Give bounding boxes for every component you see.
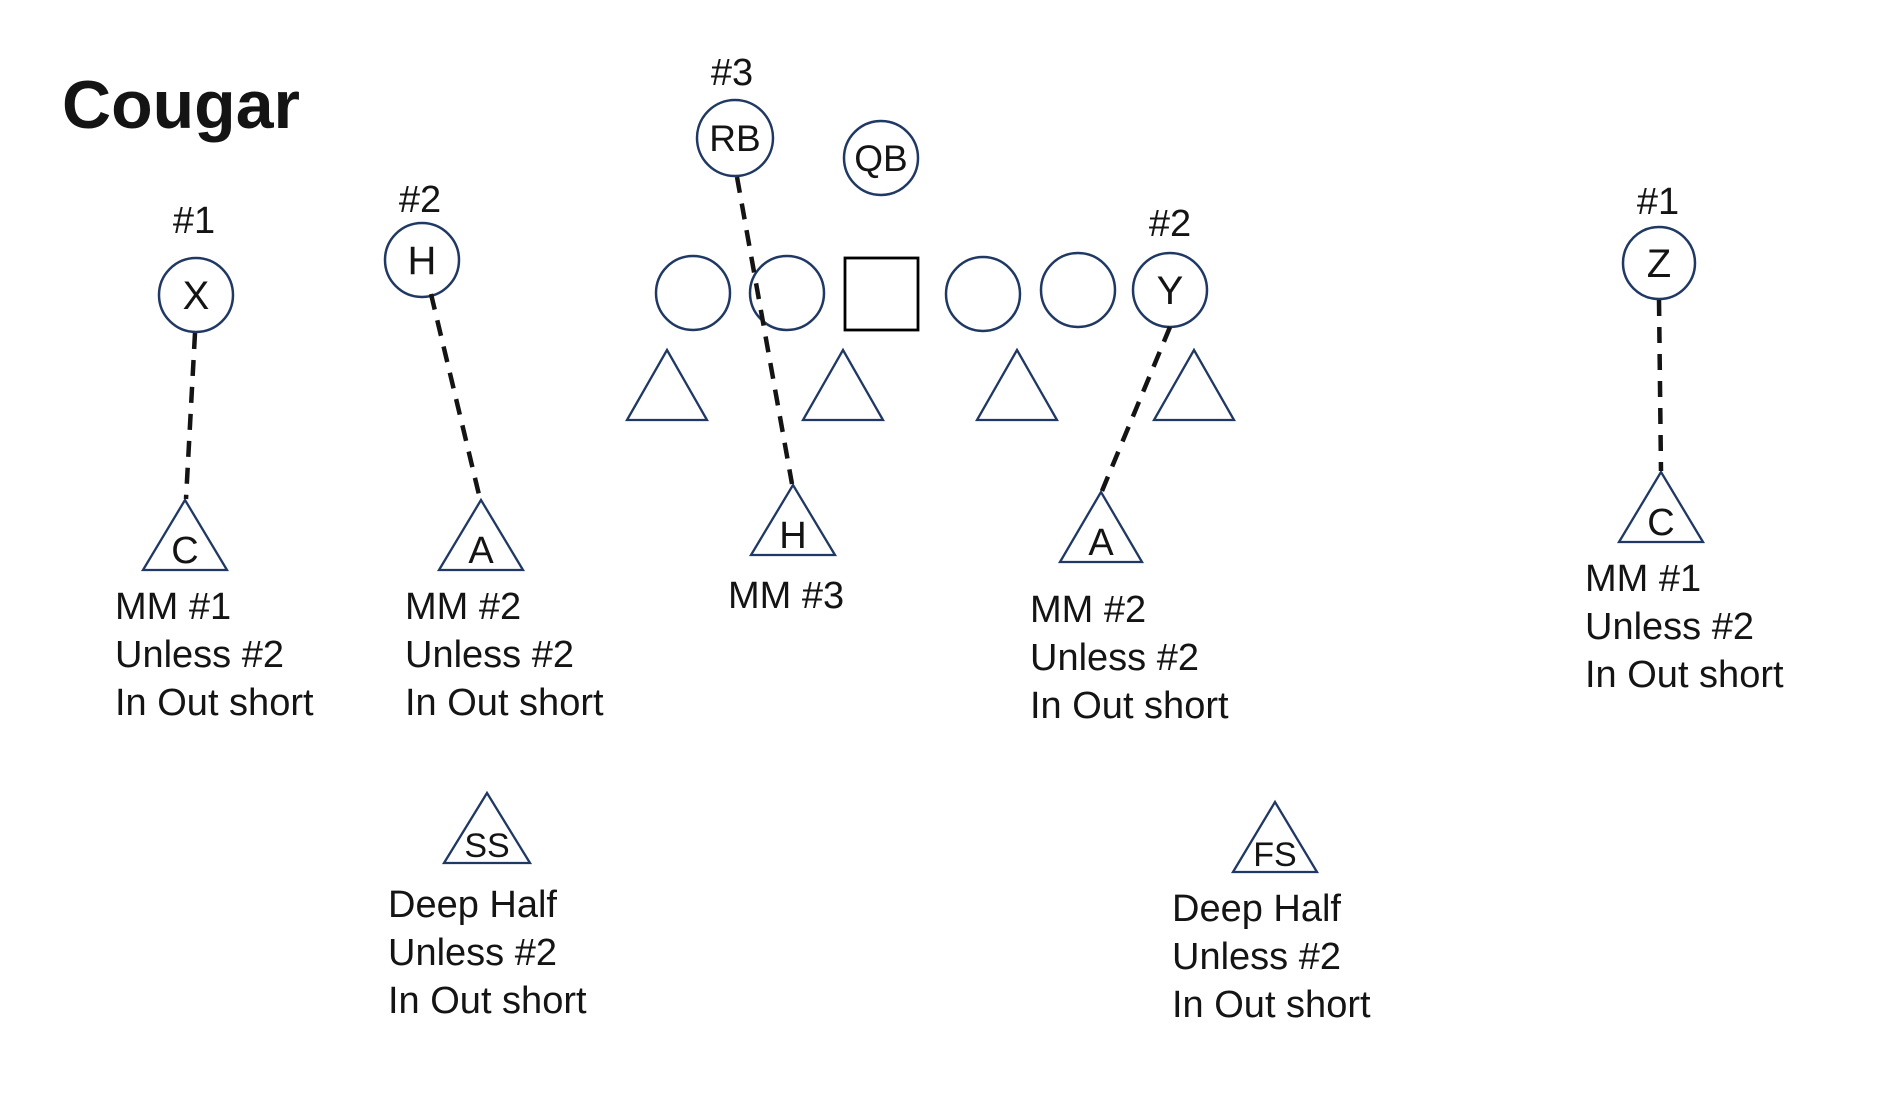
offensive-lineman-circle (944, 255, 1022, 333)
apex-left-assignment-line: MM #2 (405, 586, 521, 628)
receiver-h-circle (383, 221, 461, 299)
tight-end-y-label: Y (1157, 269, 1184, 313)
offensive-lineman-circle (654, 254, 732, 332)
defensive-line-triangle (1152, 347, 1236, 422)
apex-right-assignment-line: Unless #2 (1030, 637, 1199, 679)
running-back-circle (695, 98, 775, 178)
link-h-to-apex-left (428, 293, 483, 500)
defensive-line-triangle (801, 347, 885, 422)
free-safety-assignment-line: Deep Half (1172, 888, 1341, 930)
apex-left-assignment-line: Unless #2 (405, 634, 574, 676)
defensive-line-triangle (625, 347, 709, 422)
link-y-to-apex-right (1099, 326, 1173, 492)
receiver-z-count-tag: #1 (1637, 181, 1679, 223)
free-safety-triangle (1230, 799, 1320, 874)
free-safety-assignment-line: Unless #2 (1172, 936, 1341, 978)
apex-right-label: A (1088, 522, 1114, 564)
corner-left-triangle (140, 497, 230, 572)
receiver-x-count-tag: #1 (173, 200, 215, 242)
quarterback-circle (842, 119, 920, 197)
apex-left-assignment-line: In Out short (405, 682, 604, 724)
apex-right-assignment-line: MM #2 (1030, 589, 1146, 631)
offensive-lineman-circle (1039, 251, 1117, 329)
coverage-links-layer (183, 176, 1664, 500)
hook-middle-label: H (779, 515, 806, 557)
strong-safety-triangle (441, 790, 533, 865)
corner-left-assignment-line: In Out short (115, 682, 314, 724)
shapes-layer (140, 98, 1706, 874)
strong-safety-assignment-line: In Out short (388, 980, 587, 1022)
strong-safety-assignment-line: Unless #2 (388, 932, 557, 974)
tight-end-y-count-tag: #2 (1149, 203, 1191, 245)
corner-right-assignment-line: In Out short (1585, 654, 1784, 696)
receiver-h-count-tag: #2 (399, 179, 441, 221)
running-back-label: RB (709, 118, 760, 159)
receiver-z-circle (1621, 225, 1697, 301)
apex-right-triangle (1057, 489, 1145, 564)
link-x-to-corner-left (183, 332, 198, 500)
corner-left-assignment-line: MM #1 (115, 586, 231, 628)
receiver-z-label: Z (1647, 242, 1671, 286)
link-z-to-corner-right (1656, 299, 1664, 472)
corner-right-assignment-line: MM #1 (1585, 558, 1701, 600)
apex-left-triangle (436, 497, 526, 572)
corner-left-assignment-line: Unless #2 (115, 634, 284, 676)
free-safety-label: FS (1253, 836, 1296, 874)
corner-right-triangle (1616, 469, 1706, 544)
receiver-x-label: X (183, 274, 210, 318)
strong-safety-label: SS (464, 827, 509, 865)
corner-left-label: C (171, 530, 198, 572)
running-back-count-tag: #3 (711, 52, 753, 94)
corner-right-assignment-line: Unless #2 (1585, 606, 1754, 648)
quarterback-label: QB (854, 138, 907, 179)
free-safety-assignment-line: In Out short (1172, 984, 1371, 1026)
strong-safety-assignment-line: Deep Half (388, 884, 557, 926)
labels-layer: X #1H #2 RB #3QB Y #2Z #1C MM #1 Unless #2 In Out … (115, 52, 1784, 1026)
page-title: Cougar (62, 67, 300, 143)
receiver-x-circle (157, 256, 235, 334)
receiver-h-label: H (408, 239, 437, 283)
apex-left-label: A (468, 530, 494, 572)
hook-middle-assignment-line: MM #3 (728, 575, 844, 617)
offensive-lineman-circle (748, 254, 826, 332)
hook-middle-triangle (748, 482, 838, 557)
defensive-line-triangle (975, 347, 1059, 422)
corner-right-label: C (1647, 502, 1674, 544)
center-square (843, 256, 920, 332)
apex-right-assignment-line: In Out short (1030, 685, 1229, 727)
